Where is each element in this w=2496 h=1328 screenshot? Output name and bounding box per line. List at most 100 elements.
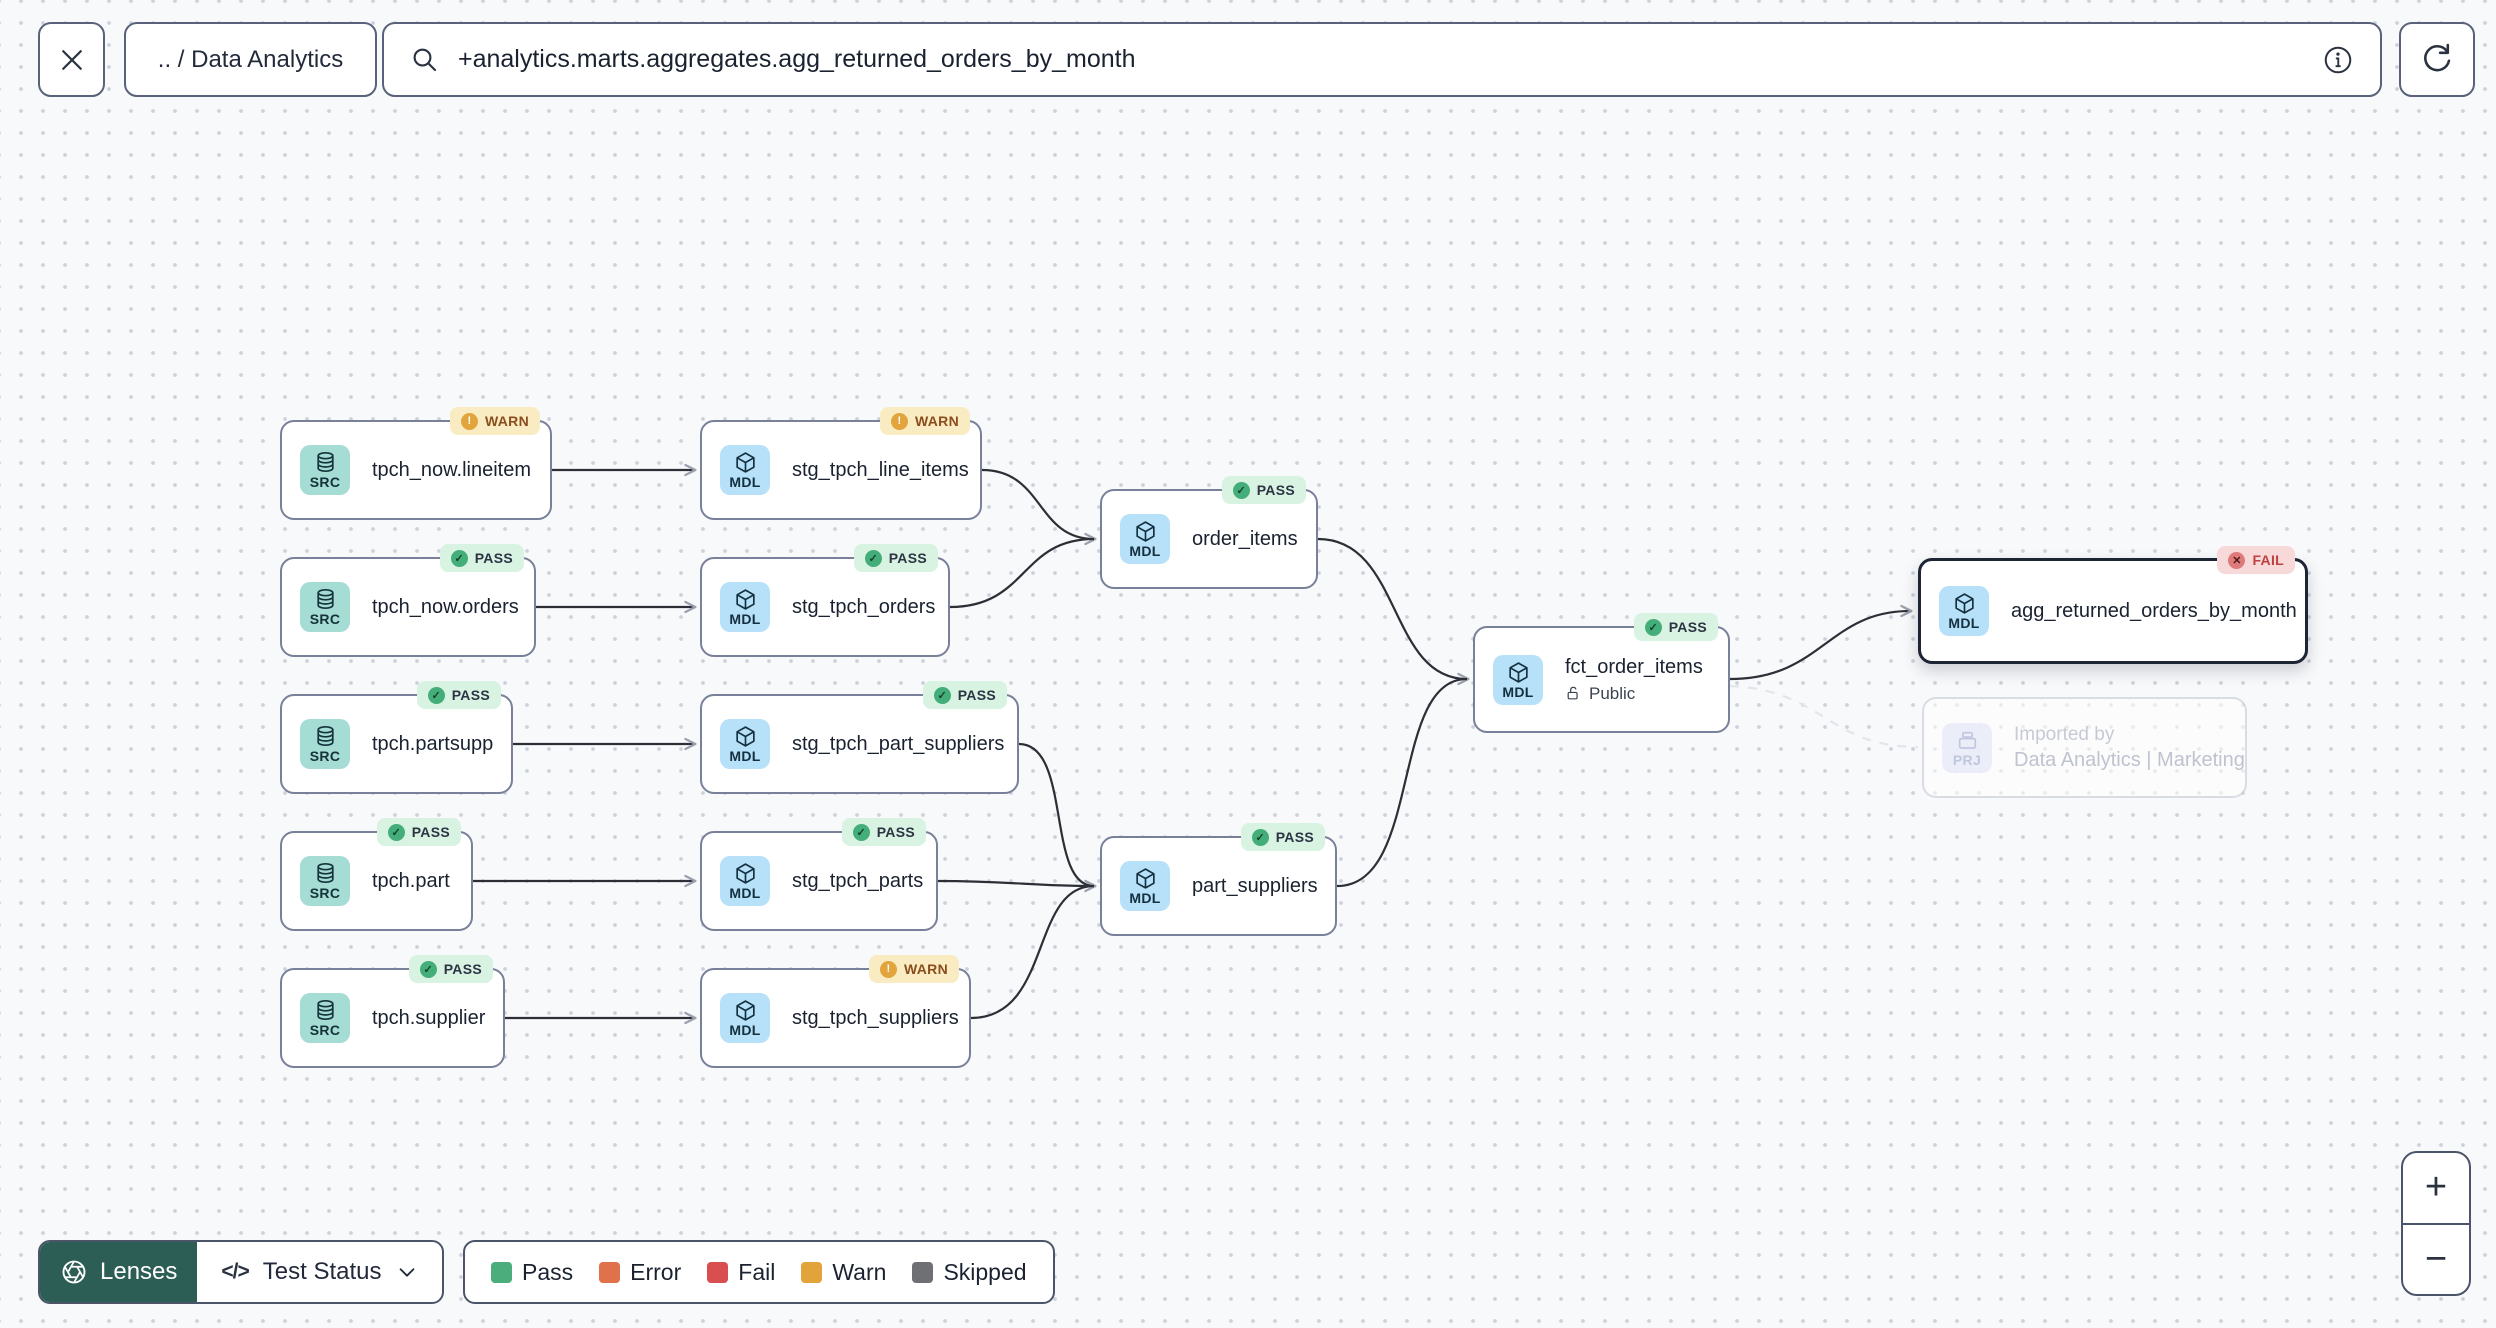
status-badge: ✓PASS — [416, 681, 501, 709]
model-icon: MDL — [1493, 654, 1543, 705]
lenses-control: Lenses </> Test Status — [38, 1240, 444, 1304]
warn-swatch — [801, 1261, 823, 1283]
source-icon: SRC — [300, 445, 350, 495]
check-icon: ✓ — [1232, 481, 1250, 499]
warn-icon: ! — [461, 412, 479, 430]
fail-swatch — [707, 1261, 729, 1283]
edge — [937, 879, 1095, 888]
test-status-legend: Pass Error Fail Warn Skipped — [463, 1240, 1055, 1304]
info-icon[interactable] — [2322, 44, 2354, 76]
model-icon: MDL — [720, 445, 770, 495]
database-icon — [316, 588, 334, 609]
status-badge: !WARN — [869, 955, 959, 983]
status-badge: ✕FAIL — [2217, 546, 2295, 574]
lenses-button[interactable]: Lenses — [40, 1242, 198, 1302]
access-label: Public — [1565, 684, 1703, 704]
node-tpch-supplier[interactable]: ✓PASS SRC tpch.supplier — [280, 955, 505, 1068]
code-icon: </> — [221, 1260, 249, 1283]
edge — [1317, 537, 1470, 686]
check-icon: ✓ — [1251, 828, 1269, 846]
chevron-down-icon — [399, 1268, 414, 1277]
node-stg_tpch_part_suppliers[interactable]: ✓PASS MDL stg_tpch_part_suppliers — [700, 681, 1019, 794]
model-icon: MDL — [1939, 586, 1989, 636]
status-badge: ✓PASS — [853, 544, 938, 572]
database-icon — [316, 999, 334, 1020]
warn-icon: ! — [891, 412, 909, 430]
database-icon — [316, 451, 334, 472]
model-icon: MDL — [720, 856, 770, 906]
edge-imported — [1729, 684, 1919, 749]
search-input[interactable] — [458, 45, 2304, 74]
check-icon: ✓ — [852, 823, 870, 841]
edge — [949, 537, 1095, 609]
breadcrumb-label: .. / Data Analytics — [157, 45, 344, 73]
warn-icon: ! — [880, 960, 898, 978]
breadcrumb[interactable]: .. / Data Analytics — [124, 22, 377, 97]
node-stg_tpch_parts[interactable]: ✓PASS MDL stg_tpch_parts — [700, 818, 938, 931]
check-icon: ✓ — [864, 549, 882, 567]
cube-icon — [735, 589, 755, 610]
node-imported-by: PRJ Imported by Data Analytics | Marketi… — [1922, 697, 2247, 798]
cube-icon — [735, 726, 755, 747]
zoom-controls: + − — [2401, 1151, 2471, 1296]
skipped-swatch — [912, 1261, 934, 1283]
status-badge: !WARN — [450, 407, 540, 435]
zoom-in-button[interactable]: + — [2424, 1166, 2448, 1209]
status-badge: ✓PASS — [1221, 476, 1306, 504]
refresh-button[interactable] — [2399, 22, 2475, 97]
node-tpch_now-lineitem[interactable]: !WARN SRC tpch_now.lineitem — [280, 407, 552, 520]
status-badge: ✓PASS — [922, 681, 1007, 709]
legend-item-fail: Fail — [707, 1259, 775, 1286]
database-icon — [316, 725, 334, 746]
cube-icon — [735, 863, 755, 884]
source-icon: SRC — [300, 582, 350, 632]
cube-icon — [735, 1000, 755, 1021]
node-stg_tpch_orders[interactable]: ✓PASS MDL stg_tpch_orders — [700, 544, 950, 657]
node-stg_tpch_suppliers[interactable]: !WARN MDL stg_tpch_suppliers — [700, 955, 971, 1068]
node-stg_tpch_line_items[interactable]: !WARN MDL stg_tpch_line_items — [700, 407, 982, 520]
lens-dropdown[interactable]: </> Test Status — [197, 1242, 441, 1302]
model-icon: MDL — [720, 582, 770, 632]
source-icon: SRC — [300, 856, 350, 906]
status-badge: ✓PASS — [1240, 823, 1325, 851]
cube-icon — [1135, 521, 1155, 542]
check-icon: ✓ — [450, 549, 468, 567]
unlock-icon — [1567, 686, 1578, 700]
close-icon — [61, 49, 82, 70]
status-badge: !WARN — [880, 407, 970, 435]
lens-dropdown-value: Test Status — [262, 1258, 382, 1285]
check-icon: ✓ — [427, 686, 445, 704]
search-bar[interactable] — [382, 22, 2382, 97]
project-icon: PRJ — [1942, 722, 1992, 773]
source-icon: SRC — [300, 993, 350, 1043]
fail-icon: ✕ — [2228, 551, 2246, 569]
database-icon — [316, 862, 334, 883]
node-agg_returned_orders_by_month[interactable]: ✕FAIL MDL agg_returned_orders_by_month — [1918, 546, 2308, 664]
status-badge: ✓PASS — [841, 818, 926, 846]
close-button[interactable] — [38, 22, 105, 97]
node-tpch_now-orders[interactable]: ✓PASS SRC tpch_now.orders — [280, 544, 536, 657]
pass-swatch — [491, 1261, 512, 1283]
cube-icon — [1954, 593, 1974, 614]
refresh-icon — [2424, 43, 2451, 71]
model-icon: MDL — [1120, 861, 1170, 911]
status-badge: ✓PASS — [376, 818, 461, 846]
error-swatch — [599, 1261, 621, 1283]
legend-item-skipped: Skipped — [912, 1259, 1027, 1286]
cube-icon — [735, 452, 755, 473]
check-icon: ✓ — [419, 960, 437, 978]
cube-icon — [1135, 868, 1155, 889]
edge — [1018, 742, 1097, 893]
status-badge: ✓PASS — [408, 955, 493, 983]
model-icon: MDL — [1120, 514, 1170, 564]
cube-icon — [1508, 661, 1528, 683]
node-part_suppliers[interactable]: ✓PASS MDL part_suppliers — [1100, 823, 1337, 936]
node-order_items[interactable]: ✓PASS MDL order_items — [1100, 476, 1318, 589]
node-tpch-part[interactable]: ✓PASS SRC tpch.part — [280, 818, 473, 931]
edge — [970, 884, 1095, 1020]
node-fct_order_items[interactable]: ✓PASS MDL fct_order_items Public — [1473, 613, 1730, 733]
node-tpch-partsupp[interactable]: ✓PASS SRC tpch.partsupp — [280, 681, 513, 794]
zoom-out-button[interactable]: − — [2403, 1222, 2469, 1295]
edge — [1336, 677, 1468, 888]
